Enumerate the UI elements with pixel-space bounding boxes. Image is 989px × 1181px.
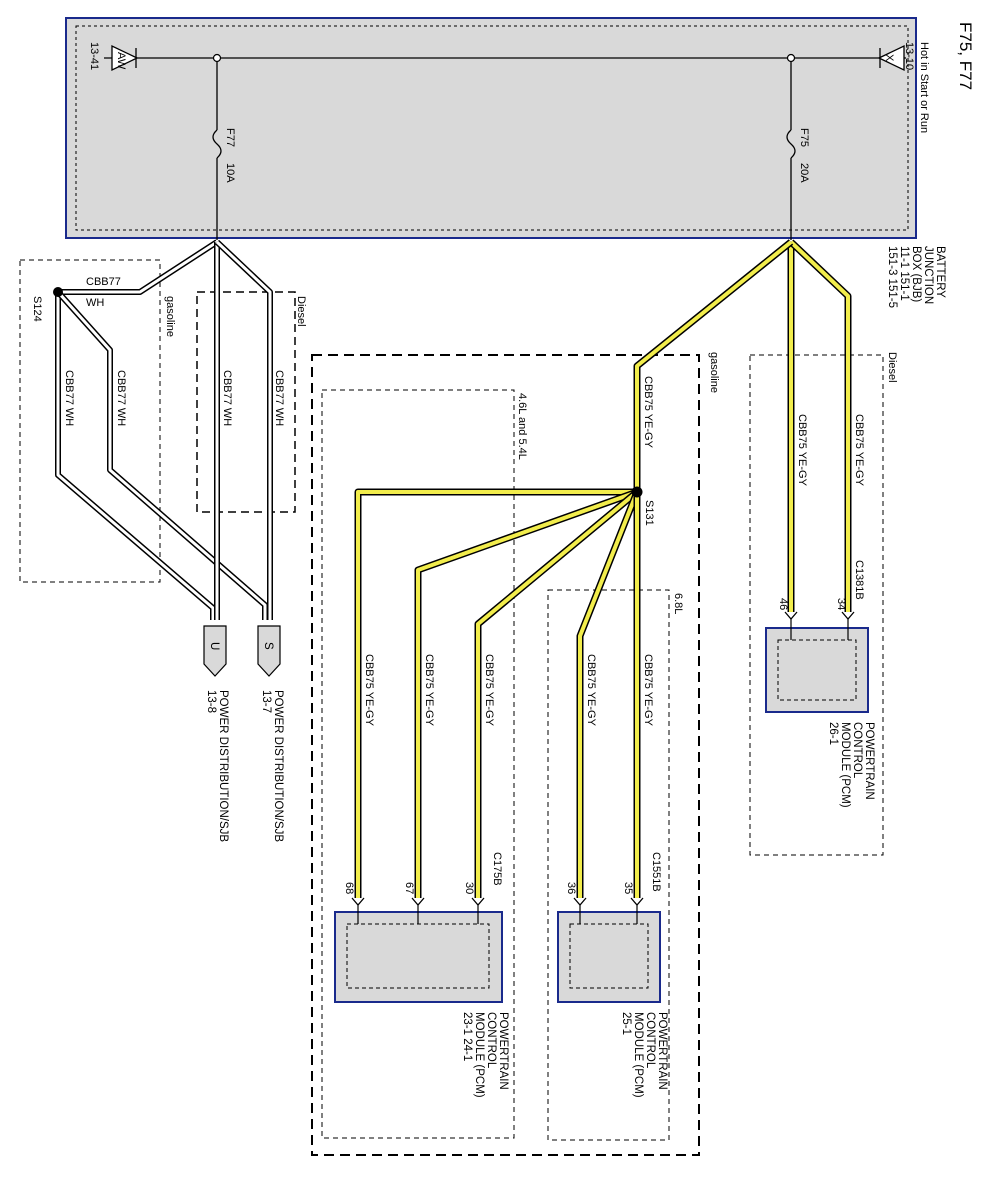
region-4.6-5.4 [321,389,515,1139]
splice-s124-label: S124 [31,296,43,322]
svg-text:CONTROL: CONTROL [485,1012,497,1069]
connector-u-dest: POWER DISTRIBUTION/SJB [217,690,229,842]
svg-text:MODULE (PCM): MODULE (PCM) [632,1012,644,1098]
fuse-f75-rating: 20A [798,163,810,183]
connector-s: S [257,625,281,677]
connector-s-ref: 13-7 [260,690,272,713]
right-gasoline-label: gasoline [708,352,720,393]
svg-text:X: X [883,54,895,62]
left-gasoline-label: gasoline [164,296,176,337]
wire75-label-68: CBB75 YE-GY [363,654,375,727]
connector-u-ref: 13-8 [205,690,217,713]
right-diesel-label: Diesel [886,352,898,383]
pin-36: 36 [565,882,577,894]
pcm-diesel-label: POWERTRAIN CONTROL MODULE (PCM) 26-1 [827,722,875,808]
bjb-inner-border [75,25,909,231]
fuse-f77-rating: 10A [224,163,236,183]
svg-text:POWERTRAIN: POWERTRAIN [497,1012,509,1090]
fuse-f75-symbol [786,129,796,159]
bjb-header: Hot in Start or Run [918,42,930,133]
fuse-f77-name: F77 [224,128,236,147]
svg-text:23-1 24-1: 23-1 24-1 [461,1012,473,1061]
left-diesel-label: Diesel [295,296,307,327]
bjb-left-ref: 13-41 [88,42,100,70]
region-6.8 [547,589,670,1141]
wire75-label-35: CBB75 YE-GY [642,654,654,727]
wire-cbb77-label-top: CBB77 [86,276,121,288]
diesel-connector-label: C1381B [853,560,865,600]
wire-label-4: CBB77 WH [273,370,285,426]
wire-wh-label-top: WH [86,297,104,309]
svg-text:U: U [208,642,220,650]
svg-text:S: S [262,642,274,650]
diagram-title: F75, F77 [956,22,975,90]
fuse-f77-symbol [212,129,222,159]
left-gasoline-region [19,259,161,583]
wire-label-3: CBB77 WH [221,370,233,426]
pin-35: 35 [622,882,634,894]
connector-c175b: C175B [491,852,503,886]
splice-s131-label: S131 [643,500,655,526]
right-gasoline-region [311,354,700,1156]
diesel-pin-46: 46 [777,598,789,610]
svg-text:BOX (BJB): BOX (BJB) [910,246,922,302]
pcm-46-54 [334,897,503,1003]
svg-text:11-1 151-1: 11-1 151-1 [898,246,910,301]
svg-text:JUNCTION: JUNCTION [922,246,934,304]
splice-s124 [53,287,63,297]
right-diesel-region [749,354,884,856]
connector-c1551b: C1551B [650,852,662,892]
pin-68: 68 [343,882,355,894]
wire75-label-30: CBB75 YE-GY [483,654,495,727]
wire-label-1: CBB77 WH [63,370,75,426]
bjb-pin-x: X 13-10 [877,42,915,72]
engine-68-label: 6.8L [672,593,684,614]
pcm-68-label: POWERTRAIN CONTROL MODULE (PCM) 25-1 [620,1012,668,1098]
svg-text:MODULE (PCM): MODULE (PCM) [473,1012,485,1098]
wire75-label-67: CBB75 YE-GY [423,654,435,727]
bjb-pin-aw: AW 13-41 [88,42,139,72]
svg-text:MODULE (PCM): MODULE (PCM) [839,722,851,808]
svg-text:26-1: 26-1 [827,722,839,745]
left-diesel-region [196,291,296,513]
svg-text:POWERTRAIN: POWERTRAIN [656,1012,668,1090]
svg-text:BATTERY: BATTERY [934,246,946,298]
svg-text:AW: AW [115,52,127,70]
svg-text:25-1: 25-1 [620,1012,632,1035]
wire75-label-36: CBB75 YE-GY [585,654,597,727]
svg-text:CONTROL: CONTROL [851,722,863,779]
wire75-label-trunk: CBB75 YE-GY [642,376,654,449]
wire75-label-d34: CBB75 YE-GY [853,414,865,487]
pin-30: 30 [463,882,475,894]
svg-text:POWERTRAIN: POWERTRAIN [863,722,875,800]
wires-cbb75-ye-gy [354,239,852,898]
wire-label-2: CBB77 WH [115,370,127,426]
fuse-f75-name: F75 [798,128,810,147]
bjb-box [65,17,917,239]
connector-s-dest: POWER DISTRIBUTION/SJB [272,690,284,842]
svg-text:151-3 151-5: 151-3 151-5 [886,246,898,308]
engine-46-54-label: 4.6L and 5.4L [516,393,528,460]
diesel-pin-34: 34 [835,598,847,610]
pcm-46-54-label: POWERTRAIN CONTROL MODULE (PCM) 23-1 24-… [461,1012,509,1098]
bjb-name: BATTERY JUNCTION BOX (BJB) 11-1 151-1 15… [886,246,946,308]
pcm-diesel [765,611,869,713]
connector-u: U [203,625,227,677]
pin-67: 67 [403,882,415,894]
wire75-label-d46: CBB75 YE-GY [796,414,808,487]
svg-text:CONTROL: CONTROL [644,1012,656,1069]
splice-s131 [631,486,643,498]
bjb-right-ref: 13-10 [903,42,915,70]
wires-cbb77-wh [55,239,273,620]
pcm-68 [557,897,661,1003]
